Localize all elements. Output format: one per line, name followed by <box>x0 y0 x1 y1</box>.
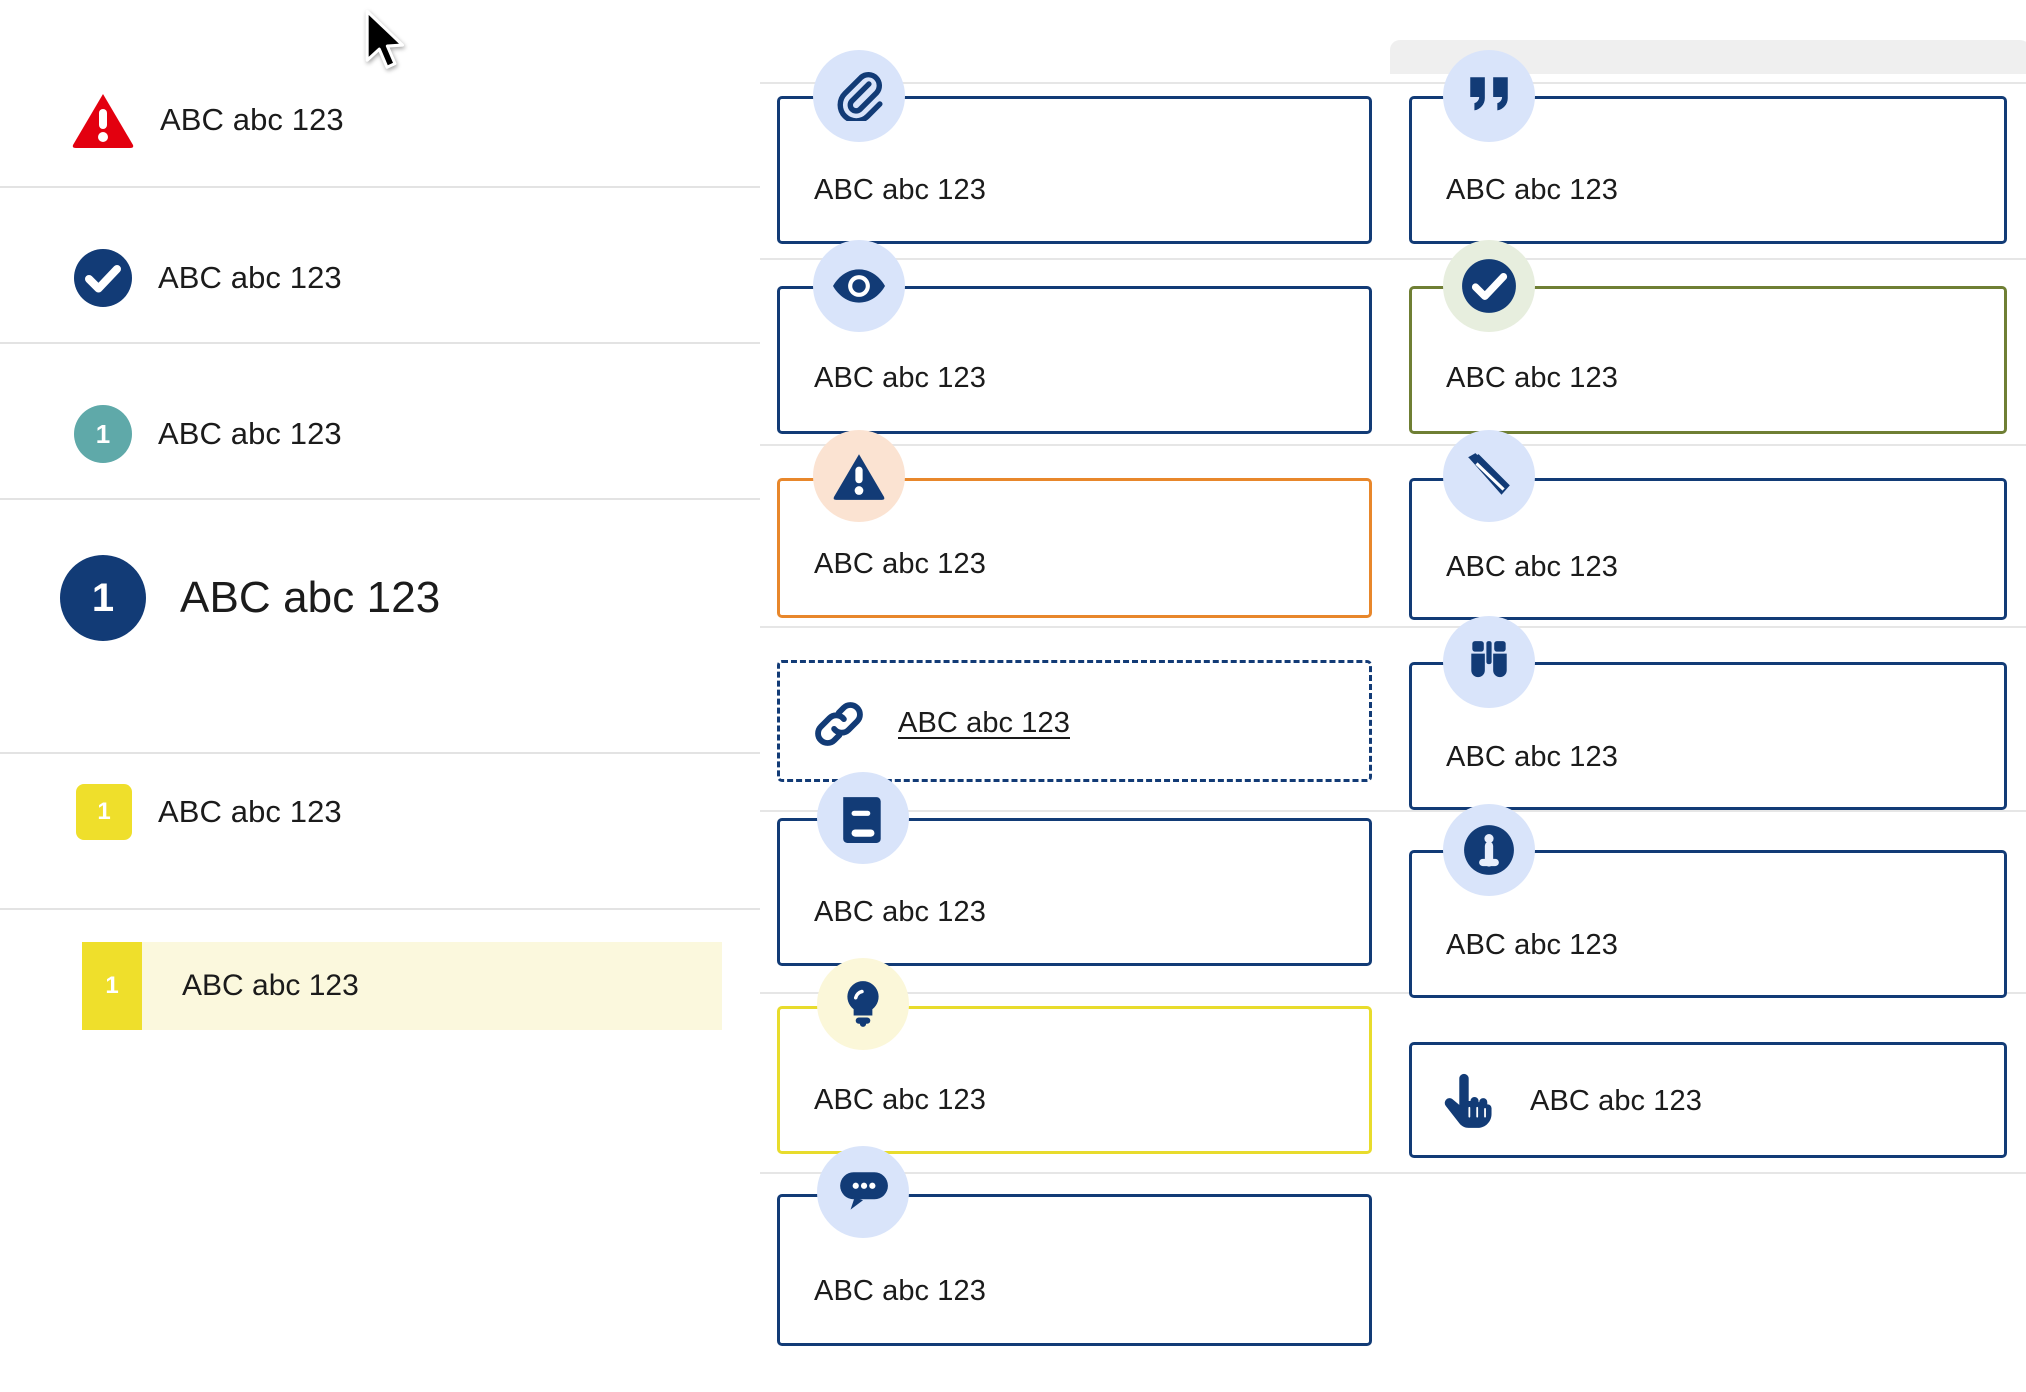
list-item-step-yellow[interactable]: 1 ABC abc 123 <box>0 772 760 852</box>
hand-pointer-icon <box>1426 1061 1506 1141</box>
panel-divider <box>760 810 2026 812</box>
card-label: ABC abc 123 <box>1446 174 1618 206</box>
list-item-label: ABC abc 123 <box>158 416 342 451</box>
list-item-step-primary[interactable]: 1 ABC abc 123 <box>0 538 760 658</box>
number-square-icon: 1 <box>76 784 132 840</box>
list-item-highlighted[interactable]: 1 ABC abc 123 <box>82 942 722 1030</box>
number-circle-value: 1 <box>95 419 111 449</box>
panel-divider <box>760 82 2026 84</box>
lightbulb-icon <box>817 958 909 1050</box>
mouse-pointer-icon <box>362 8 406 72</box>
pencil-icon <box>1443 430 1535 522</box>
quote-icon <box>1443 50 1535 142</box>
number-circle-value: 1 <box>91 576 115 620</box>
card-label: ABC abc 123 <box>814 174 986 206</box>
number-tab-value: 1 <box>105 972 119 999</box>
card-action[interactable]: ABC abc 123 <box>1409 1042 2007 1158</box>
list-item-warning[interactable]: ABC abc 123 <box>0 80 760 160</box>
book-icon <box>817 772 909 864</box>
panel-divider <box>760 258 2026 260</box>
panel-divider <box>760 992 2026 994</box>
list-item-label: ABC abc 123 <box>160 102 344 137</box>
check-circle-icon <box>74 249 132 307</box>
card-label: ABC abc 123 <box>1530 1085 1702 1117</box>
list-item-label: ABC abc 123 <box>158 260 342 295</box>
warning-triangle-icon <box>72 92 134 148</box>
panel-divider <box>760 1172 2026 1174</box>
info-icon <box>1443 804 1535 896</box>
number-circle-icon: 1 <box>60 555 146 641</box>
card-label: ABC abc 123 <box>814 1084 986 1116</box>
card-label: ABC abc 123 <box>814 1275 986 1307</box>
list-divider <box>0 908 760 910</box>
number-square-value: 1 <box>97 798 111 825</box>
list-divider <box>0 186 760 188</box>
list-divider <box>0 498 760 500</box>
paperclip-icon <box>813 50 905 142</box>
check-circle-icon <box>1443 240 1535 332</box>
left-list-panel: ABC abc 123 ABC abc 123 1 ABC abc 123 1 … <box>0 0 760 1392</box>
list-divider <box>0 342 760 344</box>
eye-icon <box>813 240 905 332</box>
warning-triangle-icon <box>813 430 905 522</box>
chat-bubble-icon <box>817 1146 909 1238</box>
list-divider <box>0 752 760 754</box>
number-tab-icon: 1 <box>82 942 142 1030</box>
card-label: ABC abc 123 <box>1446 551 1618 583</box>
list-item-label: ABC abc 123 <box>182 969 359 1002</box>
list-item-label: ABC abc 123 <box>180 573 441 622</box>
panel-divider <box>760 626 2026 628</box>
card-label: ABC abc 123 <box>814 548 986 580</box>
card-label: ABC abc 123 <box>814 896 986 928</box>
panel-divider <box>760 444 2026 446</box>
card-label: ABC abc 123 <box>1446 362 1618 394</box>
list-item-label: ABC abc 123 <box>158 794 342 829</box>
card-label: ABC abc 123 <box>814 362 986 394</box>
list-item-success[interactable]: ABC abc 123 <box>0 238 760 318</box>
card-link-label[interactable]: ABC abc 123 <box>898 707 1070 739</box>
card-label: ABC abc 123 <box>1446 741 1618 773</box>
link-icon <box>800 685 878 763</box>
card-link[interactable]: ABC abc 123 <box>777 660 1372 782</box>
card-label: ABC abc 123 <box>1446 929 1618 961</box>
binoculars-icon <box>1443 616 1535 708</box>
list-item-step-teal[interactable]: 1 ABC abc 123 <box>0 394 760 474</box>
number-circle-icon: 1 <box>74 405 132 463</box>
